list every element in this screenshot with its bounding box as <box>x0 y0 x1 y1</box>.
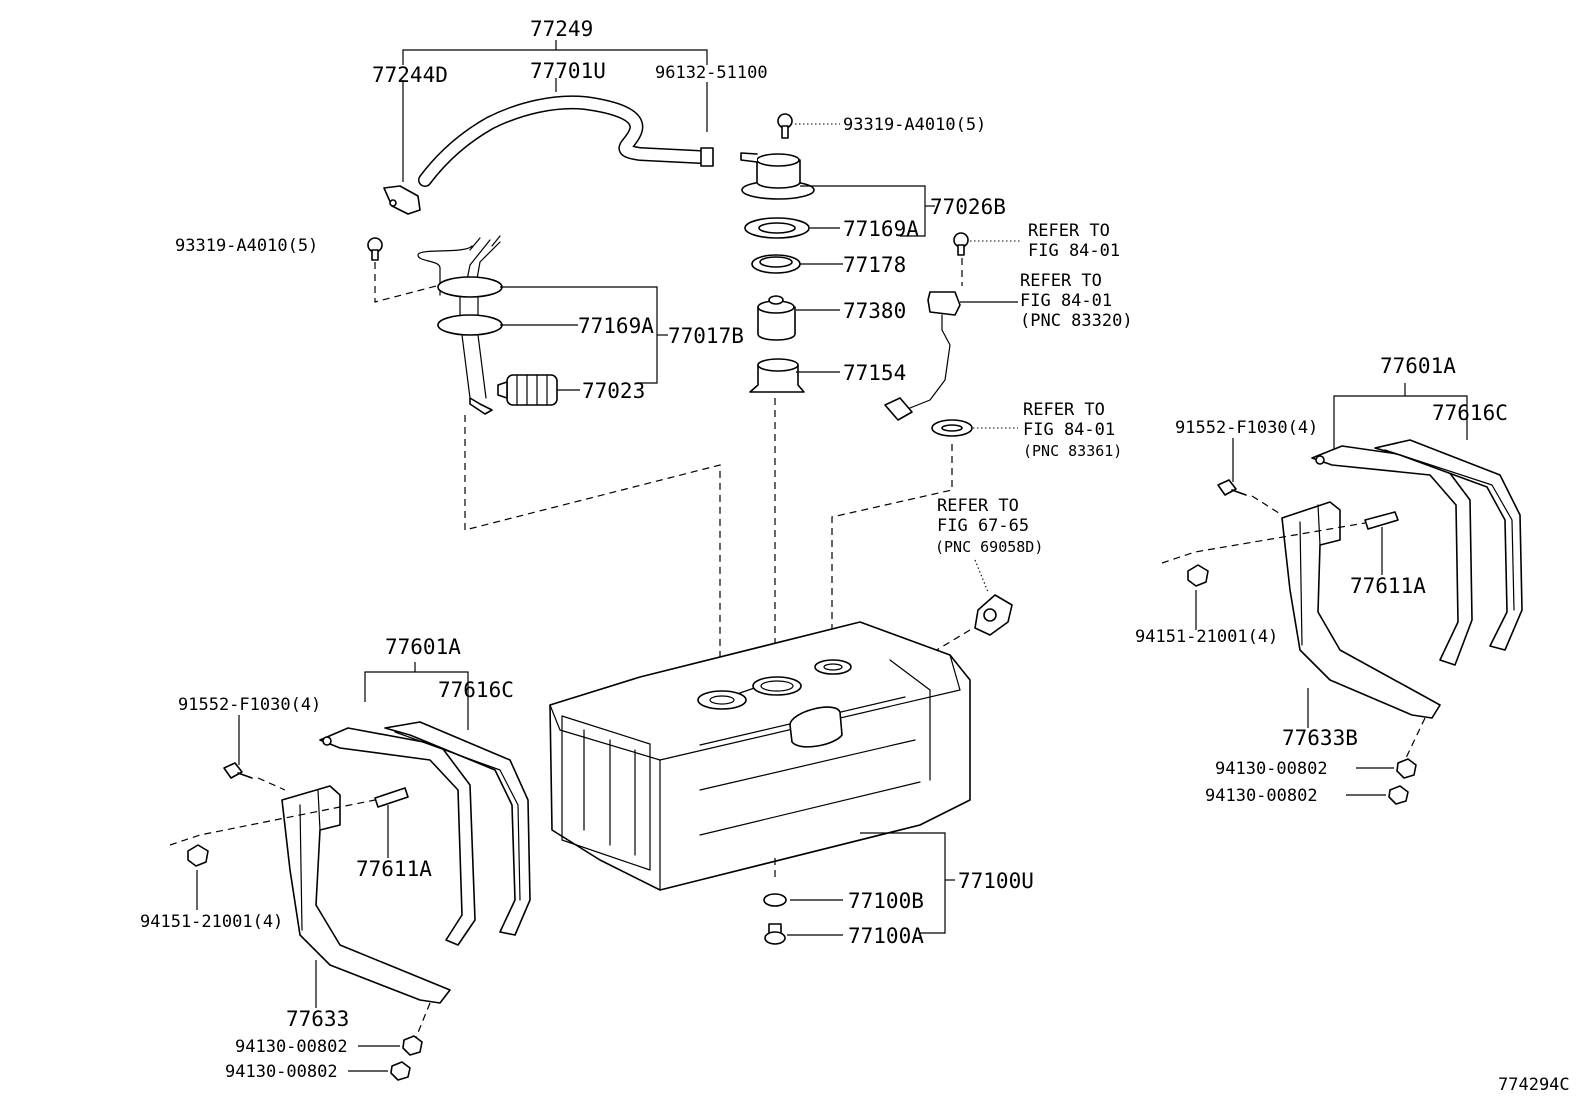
label-96132-51100: 96132-51100 <box>655 63 768 83</box>
label-77023: 77023 <box>582 379 645 403</box>
figure-code: 774294C <box>1498 1075 1570 1095</box>
label-91552-right: 91552-F1030(4) <box>1175 418 1318 438</box>
ref4-line2: FIG 67-65 <box>937 516 1029 536</box>
label-77633: 77633 <box>286 1007 349 1031</box>
nut-icon <box>1396 758 1417 779</box>
strap-bracket-77633 <box>281 785 451 1004</box>
ref2-line3: (PNC 83320) <box>1020 311 1133 331</box>
ref3-line2: FIG 84-01 <box>1023 420 1115 440</box>
ref4-line1: REFER TO <box>937 496 1019 516</box>
tank-opening-pump <box>752 676 802 696</box>
label-94130-right-1: 94130-00802 <box>1215 759 1328 779</box>
label-77633B: 77633B <box>1282 726 1358 750</box>
tank-opening-sender <box>697 690 747 710</box>
label-77169A-mid: 77169A <box>578 314 654 338</box>
hose-clamp-77244D <box>383 185 421 215</box>
filter-77380 <box>757 306 796 341</box>
ref3-line1: REFER TO <box>1023 400 1105 420</box>
nut-icon <box>1187 564 1209 587</box>
label-77154: 77154 <box>843 361 906 385</box>
nut-icon <box>402 1035 423 1056</box>
nut-icon <box>390 1061 411 1081</box>
label-77701U: 77701U <box>530 59 606 83</box>
label-93319-left: 93319-A4010(5) <box>175 236 318 256</box>
label-93319-top: 93319-A4010(5) <box>843 115 986 135</box>
label-77100B: 77100B <box>848 889 924 913</box>
ref1-line1: REFER TO <box>1028 221 1110 241</box>
label-94151-left: 94151-21001(4) <box>140 912 283 932</box>
level-sender-group <box>831 232 1020 658</box>
label-94130-right-2: 94130-00802 <box>1205 786 1318 806</box>
ref2-line1: REFER TO <box>1020 271 1102 291</box>
stud-77611A-right <box>1364 511 1399 530</box>
nut-icon <box>187 844 209 867</box>
bolt-icon <box>953 232 969 256</box>
nut-icon <box>1388 785 1409 805</box>
drain-plug-77100A <box>764 923 786 945</box>
vent-hose-group <box>383 40 714 215</box>
strap-pad-77616C-left <box>384 721 531 936</box>
label-77601A-right: 77601A <box>1380 354 1456 378</box>
label-77249: 77249 <box>530 17 593 41</box>
label-77026B: 77026B <box>930 195 1006 219</box>
label-77017B: 77017B <box>668 324 744 348</box>
ref1-line2: FIG 84-01 <box>1028 241 1120 261</box>
label-91552-left: 91552-F1030(4) <box>178 695 321 715</box>
ref4-line3: (PNC 69058D) <box>935 538 1043 556</box>
fuel-sender-group <box>367 235 721 685</box>
gasket-77169A-lower <box>437 314 503 336</box>
level-sender-unit <box>927 291 961 316</box>
label-77100U: 77100U <box>958 869 1034 893</box>
left-strap-group <box>169 662 531 1081</box>
label-94130-left-2: 94130-00802 <box>225 1062 338 1082</box>
label-77616C-right: 77616C <box>1432 401 1508 425</box>
label-77178: 77178 <box>843 253 906 277</box>
strap-bracket-77633B <box>1281 501 1441 719</box>
label-77100A: 77100A <box>848 924 924 948</box>
label-77611A-right: 77611A <box>1350 574 1426 598</box>
label-77169A-top: 77169A <box>843 217 919 241</box>
label-77244D: 77244D <box>372 63 448 87</box>
ref2-line2: FIG 84-01 <box>1020 291 1112 311</box>
tank-opening-level <box>814 659 852 675</box>
fuel-tank-77100U <box>549 621 971 945</box>
label-77380: 77380 <box>843 299 906 323</box>
label-77616C-left: 77616C <box>438 678 514 702</box>
strap-pad-77616C-right <box>1374 439 1523 651</box>
label-94151-right: 94151-21001(4) <box>1135 627 1278 647</box>
washer-77100B <box>763 893 787 907</box>
label-94130-left-1: 94130-00802 <box>235 1037 348 1057</box>
bolt-icon <box>223 762 253 779</box>
part-labels: 77249 77244D 77701U 96132-51100 93319-A4… <box>140 17 1570 1095</box>
sender-plate-77017B <box>437 276 503 298</box>
label-77611A-left: 77611A <box>356 857 432 881</box>
label-77601A-left: 77601A <box>385 635 461 659</box>
bolt-icon <box>367 237 383 261</box>
bolt-icon <box>1217 479 1247 496</box>
bolt-icon <box>777 113 793 139</box>
hose-clip-96132 <box>700 147 714 167</box>
ref3-line3: (PNC 83361) <box>1023 442 1122 460</box>
strainer-77023 <box>497 374 558 406</box>
strap-band-77601A-right <box>1311 445 1473 666</box>
pump-stack-group <box>740 113 935 672</box>
stud-77611A-left <box>374 787 409 808</box>
right-strap-group <box>1161 383 1523 805</box>
strap-band-77601A-left <box>319 727 476 946</box>
